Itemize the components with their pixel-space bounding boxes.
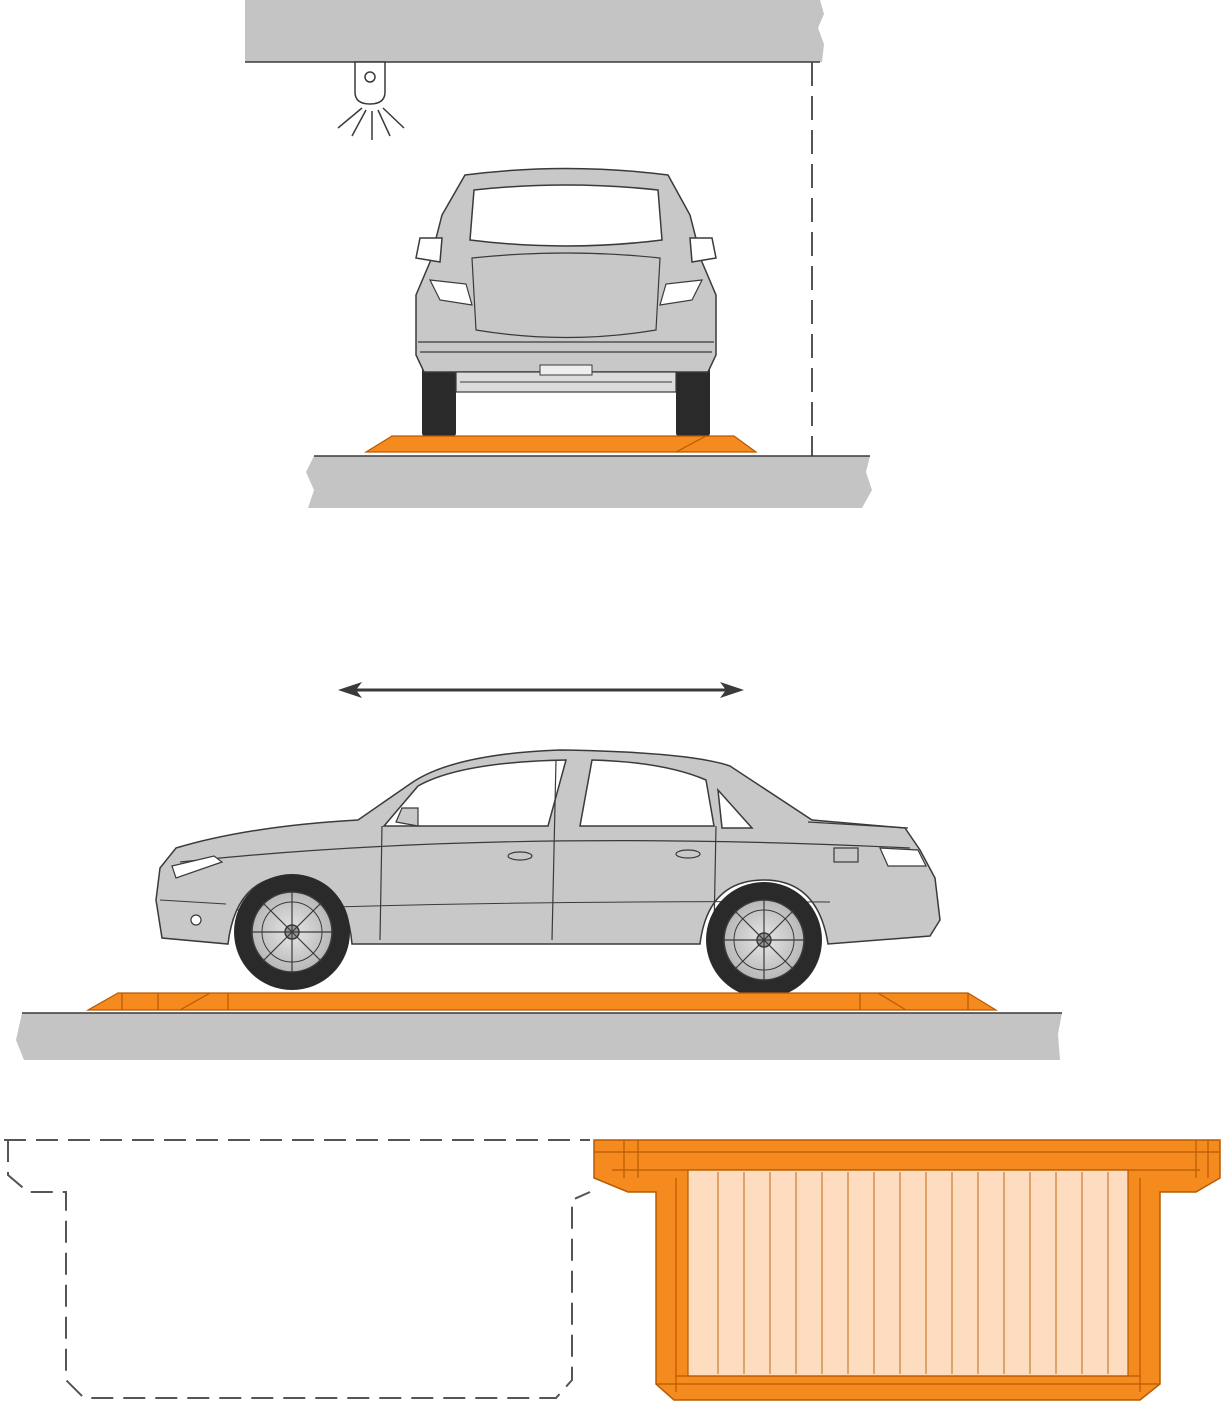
mirror-left [415, 237, 443, 263]
plan-view-scene [4, 1139, 1221, 1401]
front-wheel [234, 874, 350, 990]
ceiling-slab [245, 0, 824, 62]
car-footprint-outline [4, 1139, 591, 1399]
tail-light-right [659, 279, 704, 306]
front-window [382, 759, 567, 827]
double-arrow-icon [338, 682, 744, 698]
car-rear-view [415, 167, 717, 393]
side-mirror [395, 807, 419, 827]
side-view-mat [85, 992, 999, 1011]
tail-light [879, 847, 927, 867]
rear-window [579, 759, 715, 827]
rear-view-scene [245, 0, 872, 508]
mirror-right [689, 237, 717, 263]
floor-slab-side [16, 1013, 1062, 1060]
rear-left-tire [422, 365, 456, 437]
rear-right-tire [676, 365, 710, 437]
containment-tray [593, 1139, 1221, 1401]
floor-slab-top [306, 456, 872, 508]
sprinkler-light-icon [337, 61, 405, 140]
door-handle-front [507, 851, 533, 861]
rear-wheel [706, 882, 822, 998]
quarter-window [717, 787, 754, 829]
tray-ribs [717, 1172, 1109, 1374]
head-light [171, 855, 224, 879]
side-view-scene [16, 682, 1062, 1060]
door-handle-rear [675, 849, 701, 859]
rear-view-mat [363, 435, 758, 453]
tail-light-left [428, 279, 473, 306]
